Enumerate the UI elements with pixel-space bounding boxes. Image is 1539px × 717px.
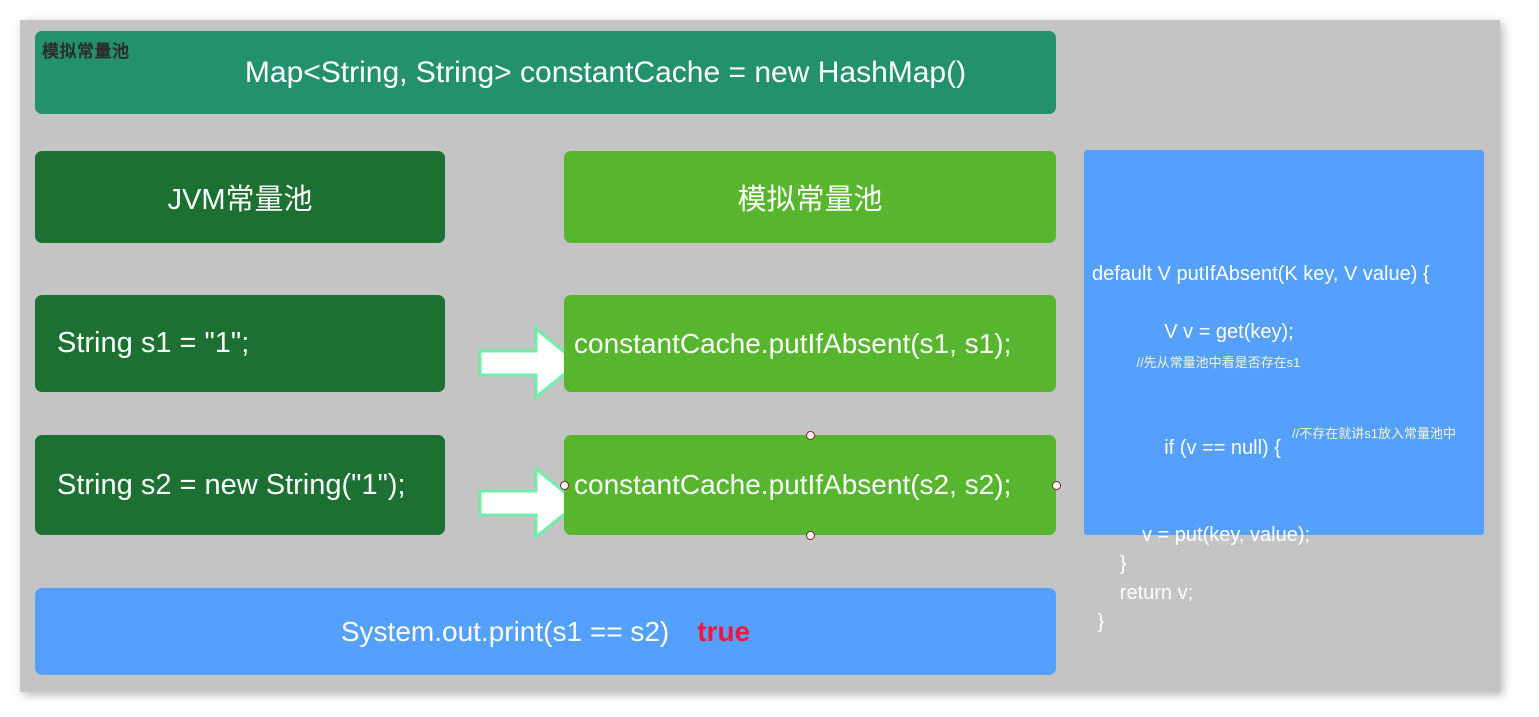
put-call-box-s1[interactable]: constantCache.putIfAbsent(s1, s1); (564, 295, 1056, 392)
code-line-2: V v = get(key); (1136, 321, 1294, 343)
statement-text-s1: String s1 = "1"; (57, 327, 250, 359)
code-comment-2: //不存在就讲s1放入常量池中 (1292, 426, 1456, 441)
code-line-6: return v; (1092, 582, 1194, 604)
put-call-box-s2[interactable]: constantCache.putIfAbsent(s2, s2); (564, 435, 1056, 535)
statement-text-s2: String s2 = new String("1"); (57, 468, 406, 501)
selection-handle-top[interactable] (806, 431, 815, 440)
print-statement-text: System.out.print(s1 == s2) (340, 615, 670, 647)
code-comment-1: //先从常量池中看是否存在s1 (1136, 355, 1301, 370)
right-arrow-icon-row2 (478, 464, 581, 542)
selection-handle-right[interactable] (1052, 481, 1061, 490)
selection-handle-left[interactable] (560, 481, 569, 490)
right-arrow-icon-row1 (478, 324, 581, 402)
put-if-absent-source-box[interactable]: default V putIfAbsent(K key, V value) { … (1084, 150, 1484, 633)
simulated-constant-pool-header[interactable]: 模拟常量池 (564, 151, 1056, 243)
code-line-3-wrapper: if (v == null) { //不存在就讲s1放入常量池中 (1084, 405, 1484, 521)
statement-box-s1[interactable]: String s1 = "1"; (35, 295, 445, 392)
code-line-3: if (v == null) { (1136, 437, 1281, 459)
selection-handle-bottom[interactable] (806, 531, 815, 540)
constant-cache-declaration-text: Map<String, String> constantCache = new … (244, 55, 967, 89)
diagram-canvas: Map<String, String> constantCache = new … (20, 20, 1500, 692)
print-result-box[interactable]: System.out.print(s1 == s2) true (35, 588, 1056, 675)
jvm-constant-pool-label: JVM常量池 (167, 184, 313, 216)
statement-box-s2[interactable]: String s2 = new String("1"); (35, 435, 445, 535)
print-result-value: true (697, 615, 751, 647)
put-call-text-s1: constantCache.putIfAbsent(s1, s1); (574, 327, 1012, 359)
overlay-label-simulated-pool: 模拟常量池 (42, 42, 130, 61)
code-line-2-wrapper: V v = get(key); //先从常量池中看是否存在s1 (1084, 289, 1484, 405)
code-line-5: } (1092, 553, 1127, 575)
code-line-4: v = put(key, value); (1092, 524, 1311, 546)
jvm-constant-pool-header[interactable]: JVM常量池 (35, 151, 445, 243)
put-call-text-s2: constantCache.putIfAbsent(s2, s2); (574, 469, 1012, 500)
code-line-1: default V putIfAbsent(K key, V value) { (1092, 263, 1430, 285)
code-line-7: } (1092, 611, 1105, 633)
simulated-constant-pool-label: 模拟常量池 (737, 184, 883, 216)
constant-cache-declaration-box[interactable]: Map<String, String> constantCache = new … (35, 31, 1056, 114)
